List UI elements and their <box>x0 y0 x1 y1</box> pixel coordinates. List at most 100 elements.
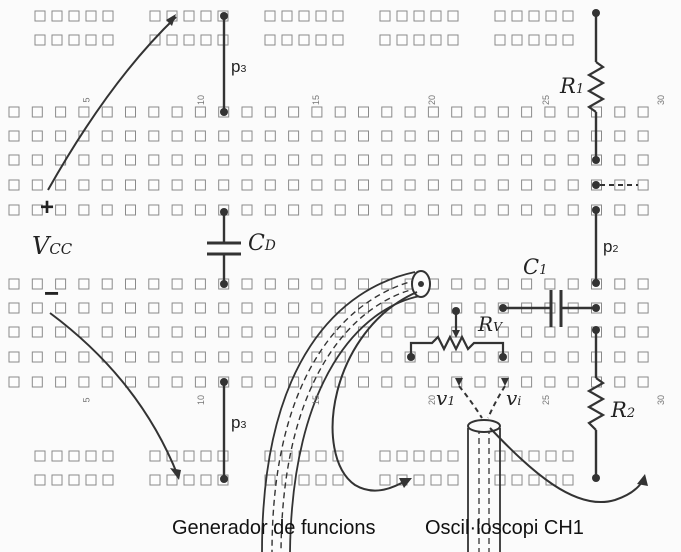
p2-main: p <box>603 237 613 256</box>
breadboard-hole <box>281 450 293 462</box>
breadboard-hole <box>148 326 160 338</box>
breadboard-hole <box>379 10 391 22</box>
breadboard-hole <box>101 204 113 216</box>
breadboard-hole <box>567 204 579 216</box>
breadboard-hole <box>194 154 206 166</box>
breadboard-hole <box>55 106 67 118</box>
generator-cable-outer-left <box>261 271 416 552</box>
breadboard-hole <box>637 278 649 290</box>
vcc-positive-wire <box>47 16 177 191</box>
breadboard-hole <box>85 474 97 486</box>
breadboard-hole <box>194 351 206 363</box>
breadboard-hole <box>528 10 540 22</box>
breadboard-hole <box>332 474 344 486</box>
breadboard-hole <box>413 450 425 462</box>
breadboard-hole <box>102 474 114 486</box>
breadboard-hole <box>31 351 43 363</box>
breadboard-hole <box>447 34 459 46</box>
breadboard-hole <box>430 450 442 462</box>
breadboard-hole <box>614 130 626 142</box>
breadboard-hole <box>427 326 439 338</box>
column-number-lower-30: 30 <box>656 394 667 406</box>
breadboard-hole <box>528 450 540 462</box>
breadboard-hole <box>241 130 253 142</box>
breadboard-hole <box>241 106 253 118</box>
oscilloscope-probe-end <box>467 419 501 433</box>
breadboard-hole <box>381 351 393 363</box>
breadboard-hole <box>381 326 393 338</box>
p3-bottom-main: p <box>231 413 241 432</box>
breadboard-hole <box>358 179 369 191</box>
breadboard-hole <box>511 10 523 22</box>
breadboard-hole <box>413 474 425 486</box>
breadboard-hole <box>101 130 113 142</box>
breadboard-hole <box>148 106 160 118</box>
breadboard-hole <box>31 106 43 118</box>
breadboard-hole <box>194 130 206 142</box>
breadboard-hole <box>521 204 533 216</box>
breadboard-hole <box>183 34 195 46</box>
breadboard-hole <box>451 179 463 191</box>
breadboard-hole <box>562 450 574 462</box>
breadboard-hole <box>521 130 533 142</box>
breadboard-hole <box>31 179 43 191</box>
breadboard-hole <box>194 106 206 118</box>
breadboard-hole <box>78 154 90 166</box>
v1-label-sub: 1 <box>447 393 456 408</box>
breadboard-hole <box>194 376 206 388</box>
breadboard-hole <box>614 326 626 338</box>
breadboard-hole <box>171 204 183 216</box>
breadboard-hole <box>148 204 160 216</box>
breadboard-hole <box>311 302 323 314</box>
breadboard-hole <box>241 326 253 338</box>
breadboard-hole <box>68 450 80 462</box>
generator-ground-arrowhead <box>399 478 412 488</box>
breadboard-hole <box>311 351 323 363</box>
breadboard-hole <box>430 10 442 22</box>
breadboard-hole <box>311 179 323 191</box>
breadboard-hole <box>637 106 649 118</box>
breadboard-hole <box>218 154 230 166</box>
rv-label: RV <box>478 314 502 334</box>
breadboard-hole <box>614 302 626 314</box>
breadboard-hole <box>474 204 486 216</box>
breadboard-hole <box>332 34 344 46</box>
column-number-lower-25: 25 <box>541 394 552 406</box>
breadboard-hole <box>85 10 97 22</box>
column-number-upper-15: 15 <box>311 94 322 106</box>
cd-label-sub: D <box>264 238 276 254</box>
breadboard-hole <box>55 326 67 338</box>
breadboard-hole <box>562 34 574 46</box>
breadboard-hole <box>241 204 253 216</box>
breadboard-hole <box>31 278 43 290</box>
breadboard-hole <box>101 278 113 290</box>
breadboard-hole <box>358 130 369 142</box>
breadboard-hole <box>171 326 183 338</box>
breadboard-hole <box>125 351 136 363</box>
breadboard-hole <box>241 154 253 166</box>
breadboard-hole <box>166 34 178 46</box>
breadboard-hole <box>200 34 212 46</box>
breadboard-hole <box>85 450 97 462</box>
breadboard-hole <box>544 204 556 216</box>
breadboard-hole <box>34 450 46 462</box>
breadboard-hole <box>637 302 649 314</box>
column-number-upper-25: 25 <box>541 94 552 106</box>
breadboard-hole <box>358 154 369 166</box>
generator-ground-lead <box>331 291 418 492</box>
breadboard-hole <box>31 154 43 166</box>
breadboard-hole <box>148 130 160 142</box>
breadboard-hole <box>494 10 506 22</box>
vcc-label-main: V <box>32 232 50 260</box>
breadboard-hole <box>34 10 46 22</box>
breadboard-hole <box>334 278 346 290</box>
breadboard-hole <box>8 302 20 314</box>
breadboard-hole <box>404 154 416 166</box>
breadboard-hole <box>521 278 533 290</box>
r2-label-main: R <box>611 398 627 422</box>
breadboard-hole <box>55 204 67 216</box>
breadboard-hole <box>396 450 408 462</box>
breadboard-hole <box>281 10 293 22</box>
breadboard-hole <box>31 130 43 142</box>
breadboard-hole <box>101 302 113 314</box>
